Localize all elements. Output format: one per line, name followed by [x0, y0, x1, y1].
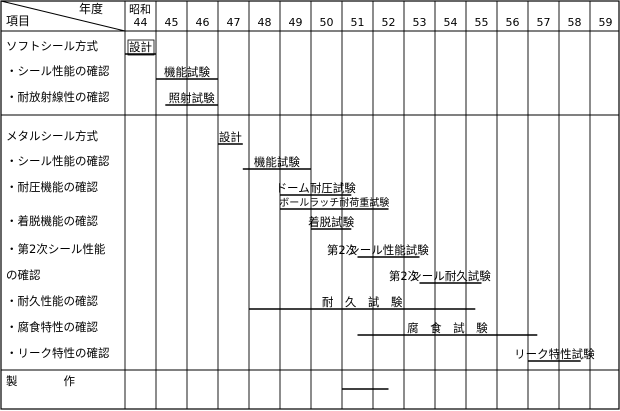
year-label: 53 — [413, 16, 427, 29]
year-labels: 44 45 46 47 48 49 50 51 52 53 54 55 56 57 58 59 — [134, 16, 613, 29]
year-label: 56 — [506, 16, 520, 29]
bar-label: ボールラッチ耐荷重試験 — [279, 196, 389, 209]
row-label: ・第2次シール性能 — [6, 242, 106, 256]
row-label: ・耐圧機能の確認 — [6, 180, 98, 194]
year-label: 55 — [475, 16, 489, 29]
bar-label: 照射試験 — [169, 91, 215, 105]
row-label: ・シール性能の確認 — [6, 154, 110, 168]
year-label: 45 — [165, 16, 179, 29]
year-label: 44 — [134, 16, 148, 29]
row-label: ・着脱機能の確認 — [6, 214, 98, 228]
year-label: 57 — [537, 16, 551, 29]
year-header: 年度 — [79, 1, 103, 16]
year-label: 50 — [320, 16, 334, 29]
row-label: ・リーク特性の確認 — [6, 346, 110, 360]
year-label: 49 — [289, 16, 303, 29]
era-header: 昭和 — [129, 3, 151, 16]
row-label: メタルシール方式 — [6, 129, 98, 143]
bars: 設計機能試験照射試験設計機能試験ドーム耐圧試験ボールラッチ耐荷重試験着脱試験第2… — [125, 39, 595, 390]
bar-label: 第2次 — [389, 269, 420, 283]
row-label: 製 作 — [6, 374, 75, 388]
year-label: 48 — [258, 16, 272, 29]
row-label: ・耐久性能の確認 — [6, 294, 98, 308]
bar-label: 機能試験 — [164, 65, 210, 79]
row-label: の確認 — [6, 268, 41, 282]
bar-label: 耐 久 試 験 — [322, 295, 403, 309]
year-label: 52 — [382, 16, 396, 29]
bar-label: シール耐久試験 — [410, 269, 491, 283]
bar-label: ドーム耐圧試験 — [276, 181, 357, 195]
bar-label: シール性能試験 — [348, 243, 429, 257]
year-label: 54 — [444, 16, 458, 29]
year-label: 58 — [568, 16, 582, 29]
row-label: ・耐放射線性の確認 — [6, 90, 110, 104]
header-diagonal — [0, 0, 126, 32]
row-label: ソフトシール方式 — [6, 39, 98, 53]
bar-label: 設計 — [219, 130, 242, 144]
year-label: 47 — [227, 16, 241, 29]
row-labels: ソフトシール方式・シール性能の確認・耐放射線性の確認メタルシール方式・シール性能… — [6, 39, 110, 388]
bar-label: 着脱試験 — [308, 215, 354, 229]
year-label: 51 — [351, 16, 365, 29]
year-label: 59 — [599, 16, 613, 29]
bar-label: 第2次 — [327, 243, 358, 257]
bar-label: リーク特性試験 — [514, 347, 595, 361]
bar-label: 設計 — [129, 40, 152, 54]
row-label: ・シール性能の確認 — [6, 64, 110, 78]
item-header: 項目 — [6, 14, 30, 28]
bar-label: 機能試験 — [254, 155, 300, 169]
row-label: ・腐食特性の確認 — [6, 320, 98, 334]
bar-box — [127, 39, 155, 56]
bar-label: 腐 食 試 験 — [407, 321, 488, 335]
year-label: 46 — [196, 16, 210, 29]
